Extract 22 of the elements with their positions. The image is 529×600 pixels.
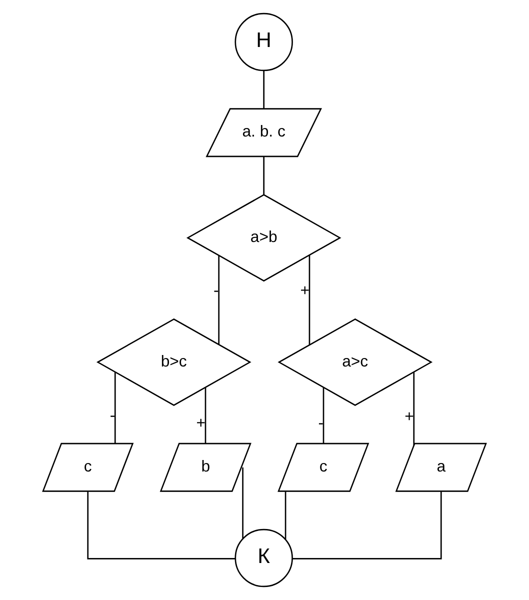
connector	[263, 70, 264, 109]
node-diamond: a>b	[186, 194, 342, 282]
connector	[413, 372, 415, 446]
edge-label: +	[196, 415, 206, 432]
connector	[292, 491, 442, 560]
node-circle: К	[234, 528, 293, 588]
edge-label: -	[214, 282, 219, 300]
node-diamond: b>c	[96, 318, 252, 406]
connector	[114, 372, 116, 444]
connector	[284, 492, 286, 540]
connector	[263, 156, 264, 195]
connector	[322, 388, 324, 444]
connector	[87, 491, 236, 560]
connector	[204, 388, 206, 444]
edge-label: +	[300, 282, 310, 300]
edge-label: -	[318, 415, 324, 432]
edge-label: -	[110, 408, 116, 425]
node-diamond: a>c	[278, 318, 433, 406]
node-circle: Н	[234, 12, 293, 72]
connector	[242, 467, 244, 538]
connector	[308, 255, 310, 345]
connector	[218, 256, 220, 344]
